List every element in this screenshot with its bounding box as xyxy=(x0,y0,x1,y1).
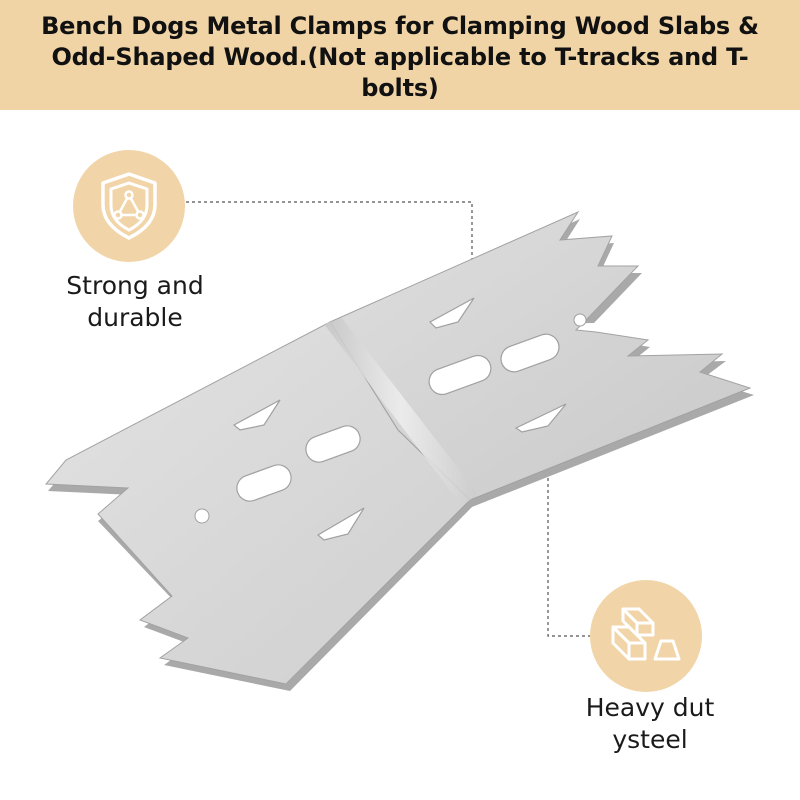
leader-line-strong xyxy=(186,201,473,268)
clamp-notch xyxy=(573,313,587,327)
feature-label-strong: Strong and durable xyxy=(66,271,204,332)
steel-bars-icon xyxy=(609,605,683,667)
clamp-slot xyxy=(236,464,292,502)
clamp-diamond-hole xyxy=(316,507,365,541)
clamp-diamond-hole xyxy=(514,403,567,433)
clamp-diamond-hole xyxy=(429,297,475,329)
feature-label-heavy: Heavy dut ysteel xyxy=(585,693,715,754)
leader-line-heavy xyxy=(547,478,590,637)
clamp-slot xyxy=(500,333,560,373)
shield-triangle-icon xyxy=(97,171,161,241)
clamp-diamond-hole xyxy=(232,399,281,431)
title-banner: Bench Dogs Metal Clamps for Clamping Woo… xyxy=(0,0,800,110)
clamp-fold xyxy=(324,318,478,506)
clamp-slot xyxy=(305,425,361,463)
feature-badge-heavy xyxy=(590,580,702,692)
clamp-slot xyxy=(428,354,492,396)
clamp-notch xyxy=(194,508,210,524)
feature-badge-strong xyxy=(73,150,185,262)
page-title: Bench Dogs Metal Clamps for Clamping Woo… xyxy=(41,11,759,102)
